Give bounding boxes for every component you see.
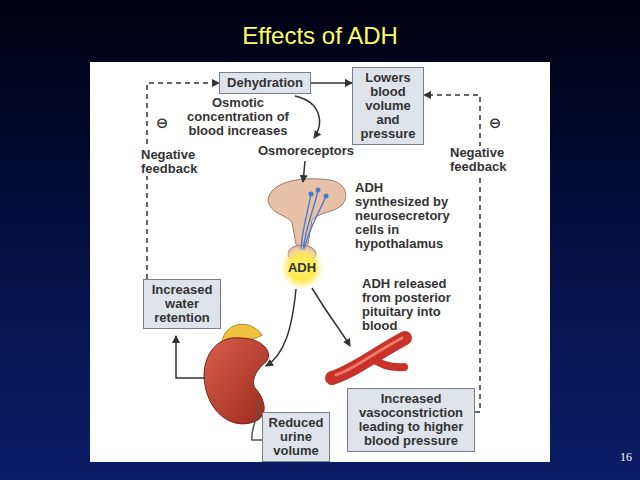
box-text: Dehydration: [224, 76, 306, 90]
process-box: Reduced urine volume: [262, 412, 330, 462]
hormone-label: ADH: [284, 261, 320, 275]
blood-vessel: [332, 338, 405, 378]
box-text: Increased water retention: [148, 283, 216, 325]
process-box: Lowers blood volume and pressure: [352, 67, 424, 145]
process-note: ADH synthesized by neurosecretory cells …: [355, 181, 461, 251]
arrow: [295, 96, 320, 138]
process-box: Increased vasoconstriction leading to hi…: [347, 388, 475, 452]
arrow: [176, 336, 205, 378]
feedback-arrow: [424, 95, 480, 412]
receptor-label: Osmoreceptors: [258, 144, 366, 158]
process-note: ADH released from posterior pituitary in…: [362, 277, 466, 333]
vessel-highlight: [336, 338, 402, 375]
feedback-label: Negative feedback: [450, 146, 518, 174]
flow-arrow: [311, 82, 352, 84]
feedback-sign: ⊖: [153, 114, 171, 131]
slide-title: Effects of ADH: [0, 22, 640, 50]
box-text: Reduced urine volume: [267, 416, 325, 458]
box-text: Increased vasoconstriction leading to hi…: [352, 392, 470, 448]
arrow: [312, 288, 350, 346]
process-box: Increased water retention: [143, 279, 221, 329]
process-box: Dehydration: [219, 72, 311, 94]
blood-vessel-branch: [372, 358, 404, 367]
box-text: Lowers blood volume and pressure: [357, 71, 419, 141]
feedback-label: Negative feedback: [141, 148, 209, 176]
neuron-bodies: [309, 188, 329, 199]
process-note: Osmotic concentration of blood increases: [172, 96, 304, 138]
arrow: [303, 161, 305, 182]
ureter-line: [252, 400, 262, 440]
neurosecretory-cells: [301, 190, 326, 250]
arrow: [266, 289, 296, 366]
page-number: 16: [606, 450, 632, 464]
feedback-sign: ⊖: [486, 114, 504, 131]
adh-glow: [281, 247, 323, 289]
kidney: [204, 338, 268, 424]
